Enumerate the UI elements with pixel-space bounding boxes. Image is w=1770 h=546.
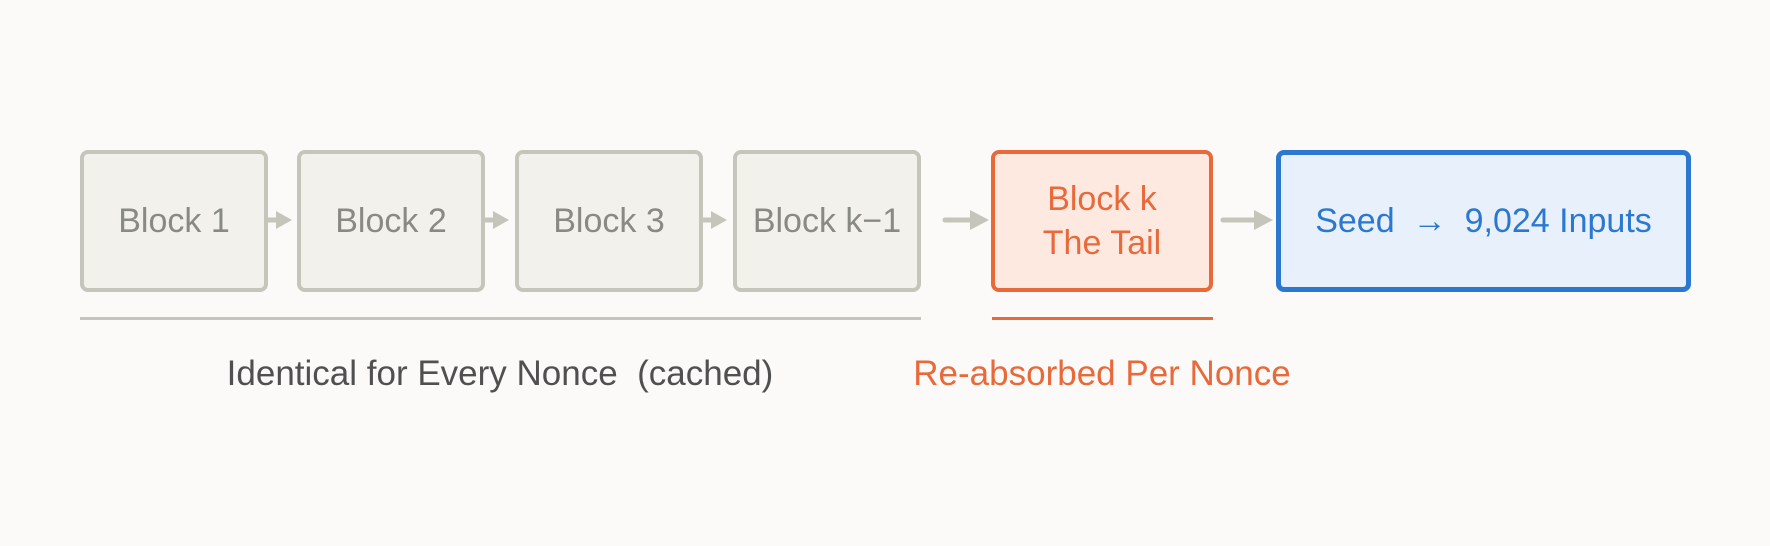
- inputs-count-label: 9,024 Inputs: [1464, 202, 1652, 240]
- block-2-label: Block 2: [335, 202, 447, 240]
- right-arrow-icon: →: [1412, 202, 1447, 240]
- arrow-block-3-to-k-minus-1: [700, 211, 727, 229]
- seed-label: Seed: [1315, 202, 1395, 240]
- seed-block-label: Seed → 9,024 Inputs: [1315, 199, 1652, 243]
- block-3: Block 3: [515, 150, 703, 292]
- block-k-minus-1-label: Block k−1: [752, 202, 902, 240]
- cached-caption: Identical for Every Nonce (cached): [226, 354, 774, 393]
- block-2: Block 2: [297, 150, 485, 292]
- per-nonce-caption: Re-absorbed Per Nonce: [913, 354, 1291, 393]
- arrow-block-2-to-3: [482, 211, 509, 229]
- seed-block: Seed → 9,024 Inputs: [1276, 150, 1691, 292]
- tail-block-bracket-line: [992, 317, 1213, 320]
- block-k-minus-1: Block k−1: [733, 150, 921, 292]
- block-1: Block 1: [80, 150, 268, 292]
- cached-blocks-bracket-line: [80, 317, 921, 320]
- block-3-label: Block 3: [553, 202, 665, 240]
- tail-block-title: Block k: [1047, 180, 1157, 218]
- tail-block: Block k The Tail: [991, 150, 1213, 292]
- arrow-tail-to-seed: [1220, 210, 1273, 230]
- arrow-block-1-to-2: [265, 211, 292, 229]
- block-1-label: Block 1: [118, 202, 230, 240]
- arrow-block-k-minus-1-to-tail: [942, 210, 989, 230]
- tail-block-subtitle: The Tail: [1042, 224, 1162, 262]
